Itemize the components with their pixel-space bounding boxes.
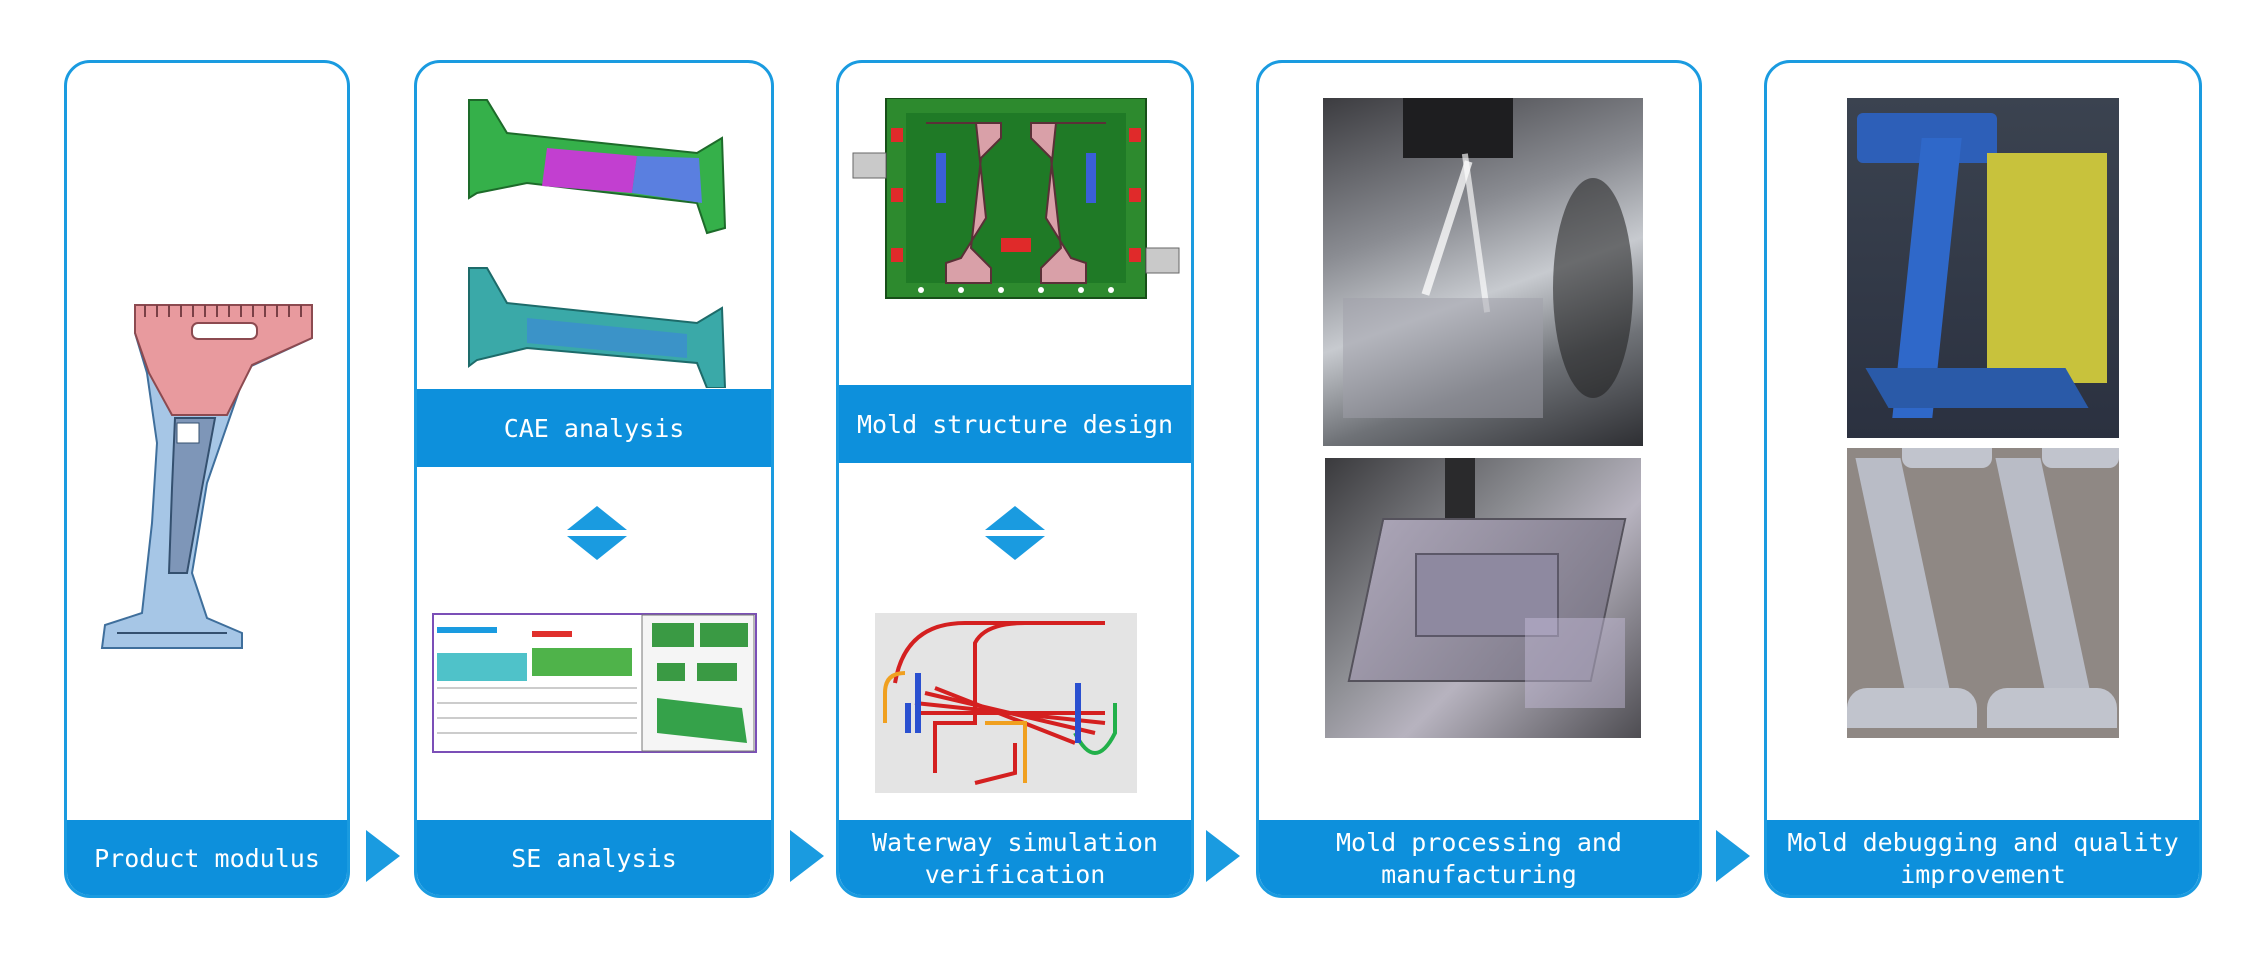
step-label-mold-processing: Mold processing and manufacturing: [1259, 820, 1699, 895]
flow-arrow-4: [1716, 830, 1750, 882]
connector-diamond-icon: [567, 506, 627, 560]
flow-arrow-2: [790, 830, 824, 882]
step-card-waterway-simulation: Mold structure design Waterway simulatio…: [836, 60, 1194, 898]
step-label-se-analysis: SE analysis: [417, 820, 771, 895]
mold-structure-design-image: [852, 98, 1180, 299]
connector-diamond-icon: [985, 506, 1045, 560]
step-label-waterway-simulation: Waterway simulation verification: [839, 820, 1191, 895]
step-card-se-analysis: CAE analysis SE analysis: [414, 60, 774, 898]
machined-mold-photo: [1325, 458, 1641, 738]
step-card-mold-debugging: Mold debugging and quality improvement: [1764, 60, 2202, 898]
waterway-simulation-image: [875, 613, 1137, 793]
cae-analysis-image: [468, 99, 727, 388]
machining-photo: [1323, 98, 1643, 446]
flow-arrow-1: [366, 830, 400, 882]
mold-debugging-photo: [1847, 98, 2119, 438]
step-card-mold-processing: Mold processing and manufacturing: [1256, 60, 1702, 898]
se-analysis-report-image: [432, 613, 757, 753]
flow-arrow-3: [1206, 830, 1240, 882]
step-card-product-modulus: Product modulus: [64, 60, 350, 898]
step-label-product-modulus: Product modulus: [67, 820, 347, 895]
product-part-image: [100, 304, 313, 649]
finished-parts-photo: [1847, 448, 2119, 738]
step-mid-label-cae-analysis: CAE analysis: [417, 389, 771, 467]
step-mid-label-mold-structure-design: Mold structure design: [839, 385, 1191, 463]
step-label-mold-debugging: Mold debugging and quality improvement: [1767, 820, 2199, 895]
